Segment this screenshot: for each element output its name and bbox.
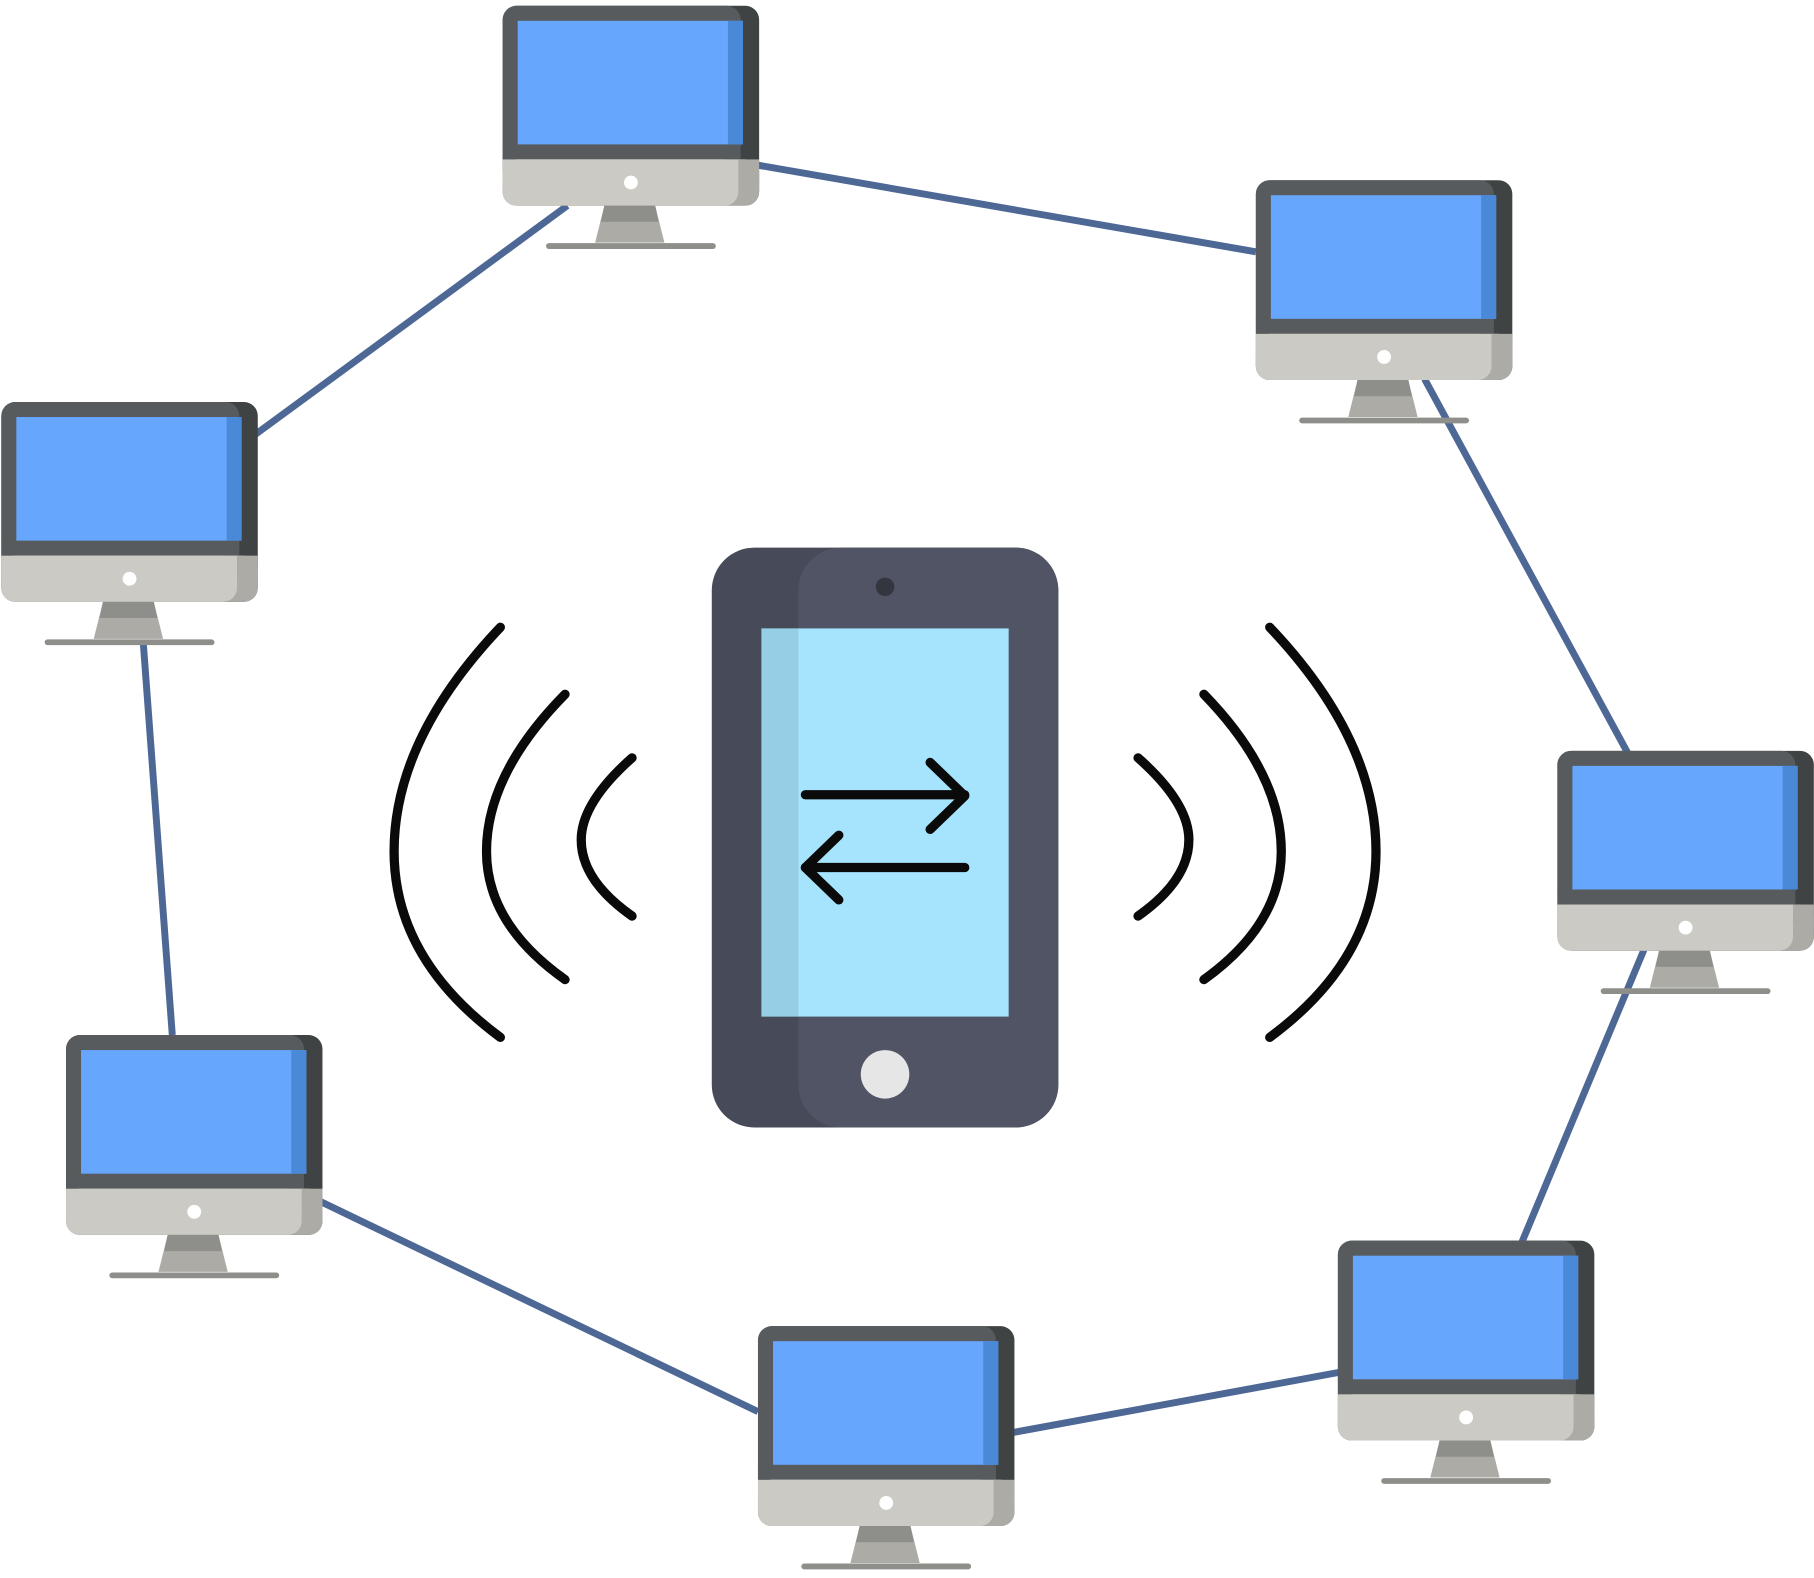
home-button: [860, 1050, 910, 1099]
exchange-arrows-icon: [800, 757, 970, 905]
network-links: [139, 161, 1648, 1436]
monitor-icon-top-right: [1256, 180, 1512, 420]
monitor-icon-bottom-right: [1338, 1241, 1594, 1481]
link-bottom-left: [318, 1198, 760, 1415]
monitor-icon-bottom-left: [66, 1035, 322, 1275]
monitor-icon-right: [1557, 751, 1813, 991]
link-right-upper: [1421, 377, 1631, 755]
link-top-right: [757, 161, 1257, 256]
smartphone-icon: [711, 547, 1059, 1128]
camera-icon: [875, 577, 895, 597]
monitor-icon-top: [503, 6, 759, 246]
signal-waves-right-icon: [1133, 622, 1381, 1042]
link-bottom-right: [1012, 1368, 1340, 1436]
monitor-icon-left: [1, 402, 257, 642]
link-top-left: [253, 202, 570, 438]
link-right-lower: [1518, 948, 1648, 1245]
signal-waves-left-icon: [389, 622, 637, 1042]
monitor-icon-bottom: [758, 1326, 1014, 1566]
link-left: [139, 644, 176, 1036]
